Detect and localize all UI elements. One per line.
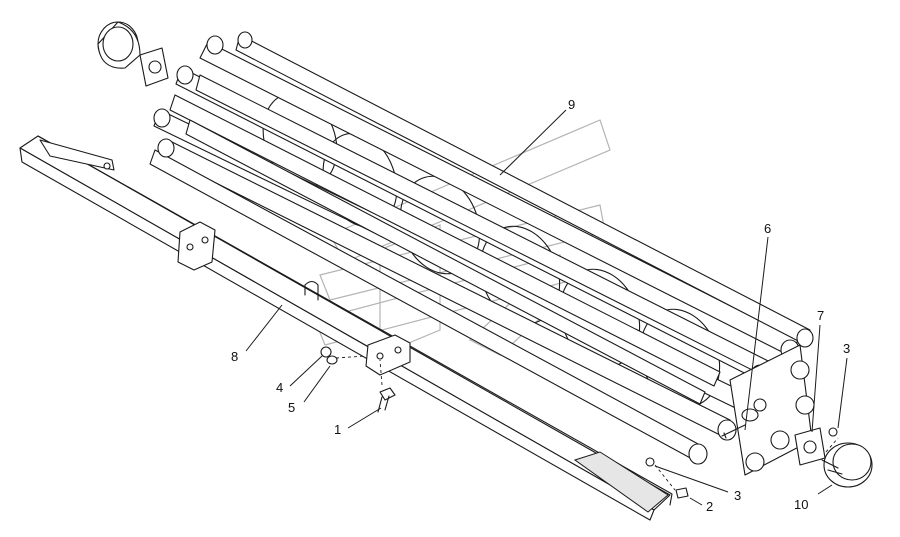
- bearing-flange-part-7: [794, 427, 826, 466]
- callout-4: 4: [276, 380, 283, 395]
- callout-1: 1: [334, 422, 341, 437]
- callout-6: 6: [764, 221, 771, 236]
- leader-3-right: [837, 357, 848, 429]
- u-bolt-clip: [304, 280, 319, 301]
- leader-6: [744, 236, 769, 431]
- leader-4: [289, 355, 323, 387]
- leader-8: [245, 304, 283, 352]
- left-bearing-cover: [97, 21, 141, 69]
- leader-3-lower: [654, 465, 729, 493]
- bolt-axis-line: [379, 359, 383, 386]
- bolt-part-2: [675, 487, 689, 499]
- callout-3-lower: 3: [734, 488, 741, 503]
- pin-part-6: [721, 424, 746, 439]
- frame-bracket-left: [177, 221, 216, 271]
- washer-part-5: [326, 355, 338, 365]
- roller-end-plate: [729, 344, 815, 476]
- frame-tube: [19, 135, 673, 521]
- callout-8: 8: [231, 349, 238, 364]
- shaft-stub: [741, 408, 759, 422]
- leader-1: [347, 407, 382, 429]
- leader-9: [499, 109, 567, 176]
- left-bearing-flange: [139, 47, 169, 87]
- nut-part-3-lower: [645, 457, 655, 467]
- callout-10: 10: [794, 497, 808, 512]
- callout-5: 5: [288, 400, 295, 415]
- callout-7: 7: [817, 308, 824, 323]
- callout-2: 2: [706, 499, 713, 514]
- leader-5: [303, 365, 331, 403]
- nut-part-3-right: [828, 427, 838, 437]
- bearing-cover-part-10: [821, 442, 873, 488]
- lower-axis-line: [654, 464, 676, 491]
- callout-3-right: 3: [843, 341, 850, 356]
- leader-10: [817, 484, 833, 495]
- nut-axis-line: [335, 355, 366, 359]
- leader-7: [811, 324, 821, 433]
- callout-9: 9: [568, 97, 575, 112]
- roller-cage: [149, 31, 815, 476]
- leader-2: [689, 497, 703, 506]
- nut-part-4: [320, 346, 332, 358]
- leader-lines: [245, 109, 848, 506]
- frame-bracket-center: [365, 334, 411, 376]
